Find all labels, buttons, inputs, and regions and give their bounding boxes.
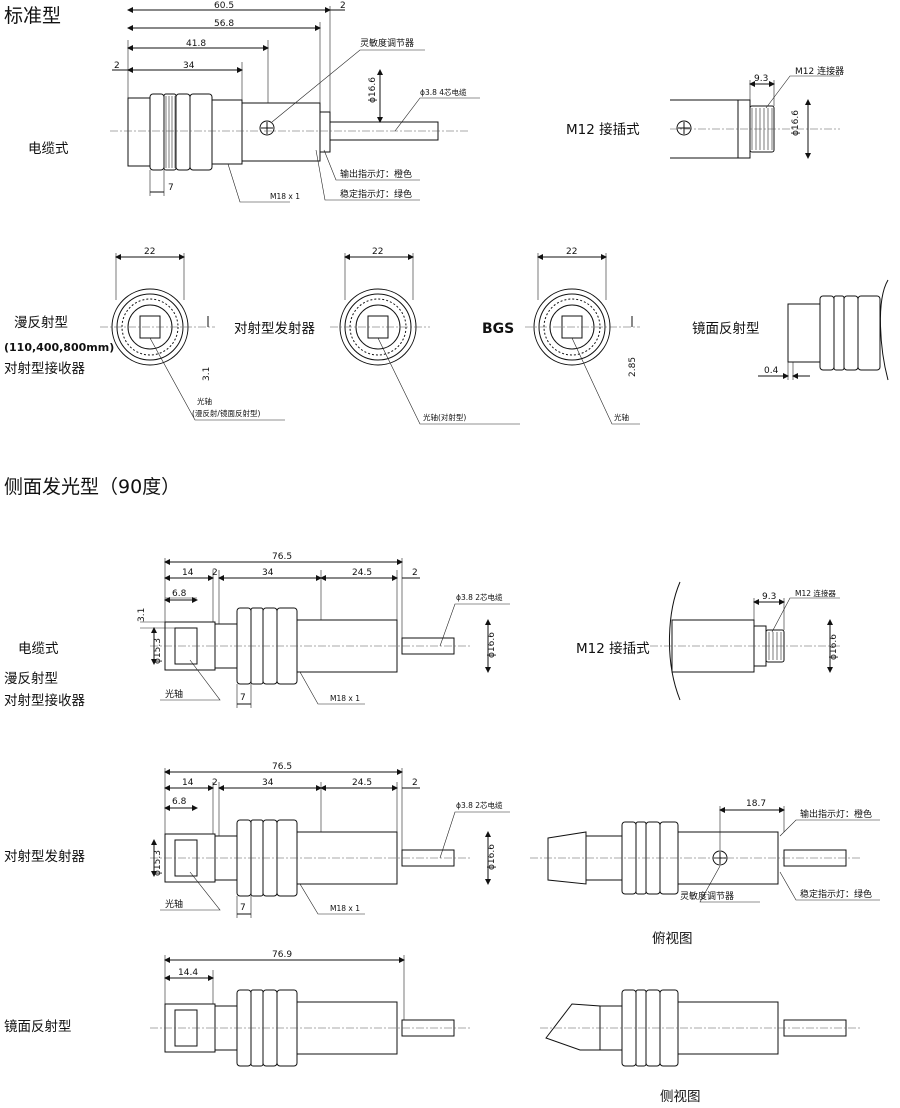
- label-side-retro: 镜面反射型: [4, 1019, 72, 1035]
- label-bgs: BGS: [482, 321, 514, 337]
- label-diffuse: 漫反射型: [14, 315, 68, 331]
- dim-15-3-a: ϕ15.3: [153, 638, 163, 664]
- ann-m18-b: M18 x 1: [330, 904, 360, 913]
- dim-m12-dia: ϕ16.6: [791, 110, 801, 136]
- ann-optical-axis-bgs: 光轴: [614, 412, 629, 422]
- dim-2-b2: 2: [412, 778, 418, 788]
- dim-24-5-b: 24.5: [352, 778, 372, 788]
- section-title-side: 侧面发光型（90度）: [4, 476, 180, 498]
- dim-14-a: 14: [182, 568, 194, 578]
- dim-6-8-a: 6.8: [172, 589, 187, 599]
- dim-24-5-a: 24.5: [352, 568, 372, 578]
- dim-face-22-b: 22: [372, 247, 383, 257]
- ann-optical-axis-diffuse-2: (漫反射/镜面反射型): [192, 408, 260, 418]
- dim-0-4: 0.4: [764, 366, 779, 376]
- ann-m12-connector: M12 连接器: [795, 65, 844, 77]
- top-view-sensor: 18.7 输出指示灯：橙色 稳定指示灯：绿色 灵敏度调节器 俯视图: [530, 799, 880, 947]
- side-m12-sensor: M12 接插式 9.3 M12 连接器 ϕ16.6: [576, 581, 840, 701]
- label-through-emitter-face: 对射型发射器: [234, 321, 315, 337]
- dim-16-6-b: ϕ16.6: [487, 844, 497, 870]
- dim-56-8: 56.8: [214, 19, 234, 29]
- ann-stable-led: 稳定指示灯：绿色: [340, 188, 412, 200]
- label-m12-type: M12 接插式: [566, 121, 640, 138]
- ann-cable-4core: ϕ3.8 4芯电缆: [420, 87, 467, 97]
- dim-14-4: 14.4: [178, 968, 198, 978]
- label-side-diffuse: 漫反射型: [4, 671, 58, 687]
- dim-14-b: 14: [182, 778, 194, 788]
- dim-2-a2: 2: [412, 568, 418, 578]
- dim-18-7: 18.7: [746, 799, 766, 809]
- ann-thread-m18: M18 x 1: [270, 192, 300, 201]
- side-cable-sensor-1: 电缆式 漫反射型 对射型接收器 76.5 14 2 34 24.5 2 6.8: [4, 552, 510, 709]
- dim-2-top: 2: [340, 1, 346, 11]
- ann-optical-axis-b: 光轴: [165, 898, 183, 910]
- dim-76-5-a: 76.5: [272, 552, 292, 562]
- ann-optical-axis-diffuse-1: 光轴: [197, 396, 212, 406]
- dim-34: 34: [183, 61, 195, 71]
- dim-2-b1: 2: [212, 778, 218, 788]
- dim-6-8-b: 6.8: [172, 797, 187, 807]
- label-top-view: 俯视图: [652, 931, 693, 947]
- label-side-cable: 电缆式: [18, 641, 59, 657]
- dim-16-6-a: ϕ16.6: [487, 632, 497, 658]
- dim-7: 7: [168, 183, 174, 193]
- dim-face-22-c: 22: [566, 247, 577, 257]
- dim-face-22-a: 22: [144, 247, 155, 257]
- dim-dia-16-6: ϕ16.6: [368, 77, 378, 103]
- label-side-m12: M12 接插式: [576, 640, 650, 657]
- ann-optical-axis-through: 光轴(对射型): [423, 412, 466, 422]
- side-retro-sensor: 镜面反射型 76.9 14.4: [4, 950, 470, 1067]
- label-through-receiver: 对射型接收器: [4, 360, 85, 377]
- dim-60-5: 60.5: [214, 1, 234, 11]
- ann-optical-axis-a: 光轴: [165, 688, 183, 700]
- label-side-receiver: 对射型接收器: [4, 692, 85, 709]
- dim-3-1-a: 3.1: [137, 608, 147, 622]
- side-cable-sensor-emitter: 对射型发射器 76.5 14 2 34 24.5 2 6.8 ϕ15.3 ϕ16…: [4, 762, 510, 918]
- ann-output-led-top: 输出指示灯：橙色: [800, 808, 872, 820]
- side-view-sensor: 侧视图: [540, 989, 860, 1105]
- dim-m12-16-6-side: ϕ16.6: [829, 634, 839, 660]
- dim-m12-9-3: 9.3: [754, 74, 768, 84]
- ann-m12-connector-side: M12 连接器: [795, 588, 836, 598]
- dim-3-1: 3.1: [202, 367, 212, 381]
- ann-sensitivity-adjuster: 灵敏度调节器: [360, 37, 414, 49]
- label-side-view: 侧视图: [660, 1089, 701, 1105]
- dim-15-3-b: ϕ15.3: [153, 850, 163, 876]
- standard-cable-sensor: 电缆式 60.5 2 56.8 41.8 34: [28, 1, 480, 203]
- label-diffuse-range: (110,400,800mm): [4, 341, 114, 354]
- dim-7-a: 7: [240, 693, 246, 703]
- dim-76-5-b: 76.5: [272, 762, 292, 772]
- ann-cable-2core-b: ϕ3.8 2芯电缆: [456, 800, 503, 810]
- section-title-standard: 标准型: [4, 5, 61, 27]
- standard-m12-sensor: M12 接插式 9.3 M12 连接器 ϕ16.6: [566, 65, 844, 159]
- ann-output-led: 输出指示灯：橙色: [340, 168, 412, 180]
- dim-34-b: 34: [262, 778, 274, 788]
- label-cable-type: 电缆式: [28, 141, 69, 157]
- dim-76-9: 76.9: [272, 950, 292, 960]
- ann-m18-a: M18 x 1: [330, 694, 360, 703]
- dim-41-8: 41.8: [186, 39, 206, 49]
- face-views: 漫反射型 (110,400,800mm) 对射型接收器 对射型发射器 BGS 镜…: [4, 247, 889, 425]
- label-side-emitter: 对射型发射器: [4, 849, 85, 865]
- label-retro-face: 镜面反射型: [692, 321, 760, 337]
- ann-stable-led-top: 稳定指示灯：绿色: [800, 888, 872, 900]
- ann-sensitivity-top: 灵敏度调节器: [680, 890, 734, 902]
- dim-2-left: 2: [114, 61, 120, 71]
- dim-2-a1: 2: [212, 568, 218, 578]
- dim-m12-9-3-side: 9.3: [762, 592, 776, 602]
- dim-34-a: 34: [262, 568, 274, 578]
- dim-7-b: 7: [240, 903, 246, 913]
- dim-2-85: 2.85: [628, 357, 638, 377]
- ann-cable-2core-a: ϕ3.8 2芯电缆: [456, 592, 503, 602]
